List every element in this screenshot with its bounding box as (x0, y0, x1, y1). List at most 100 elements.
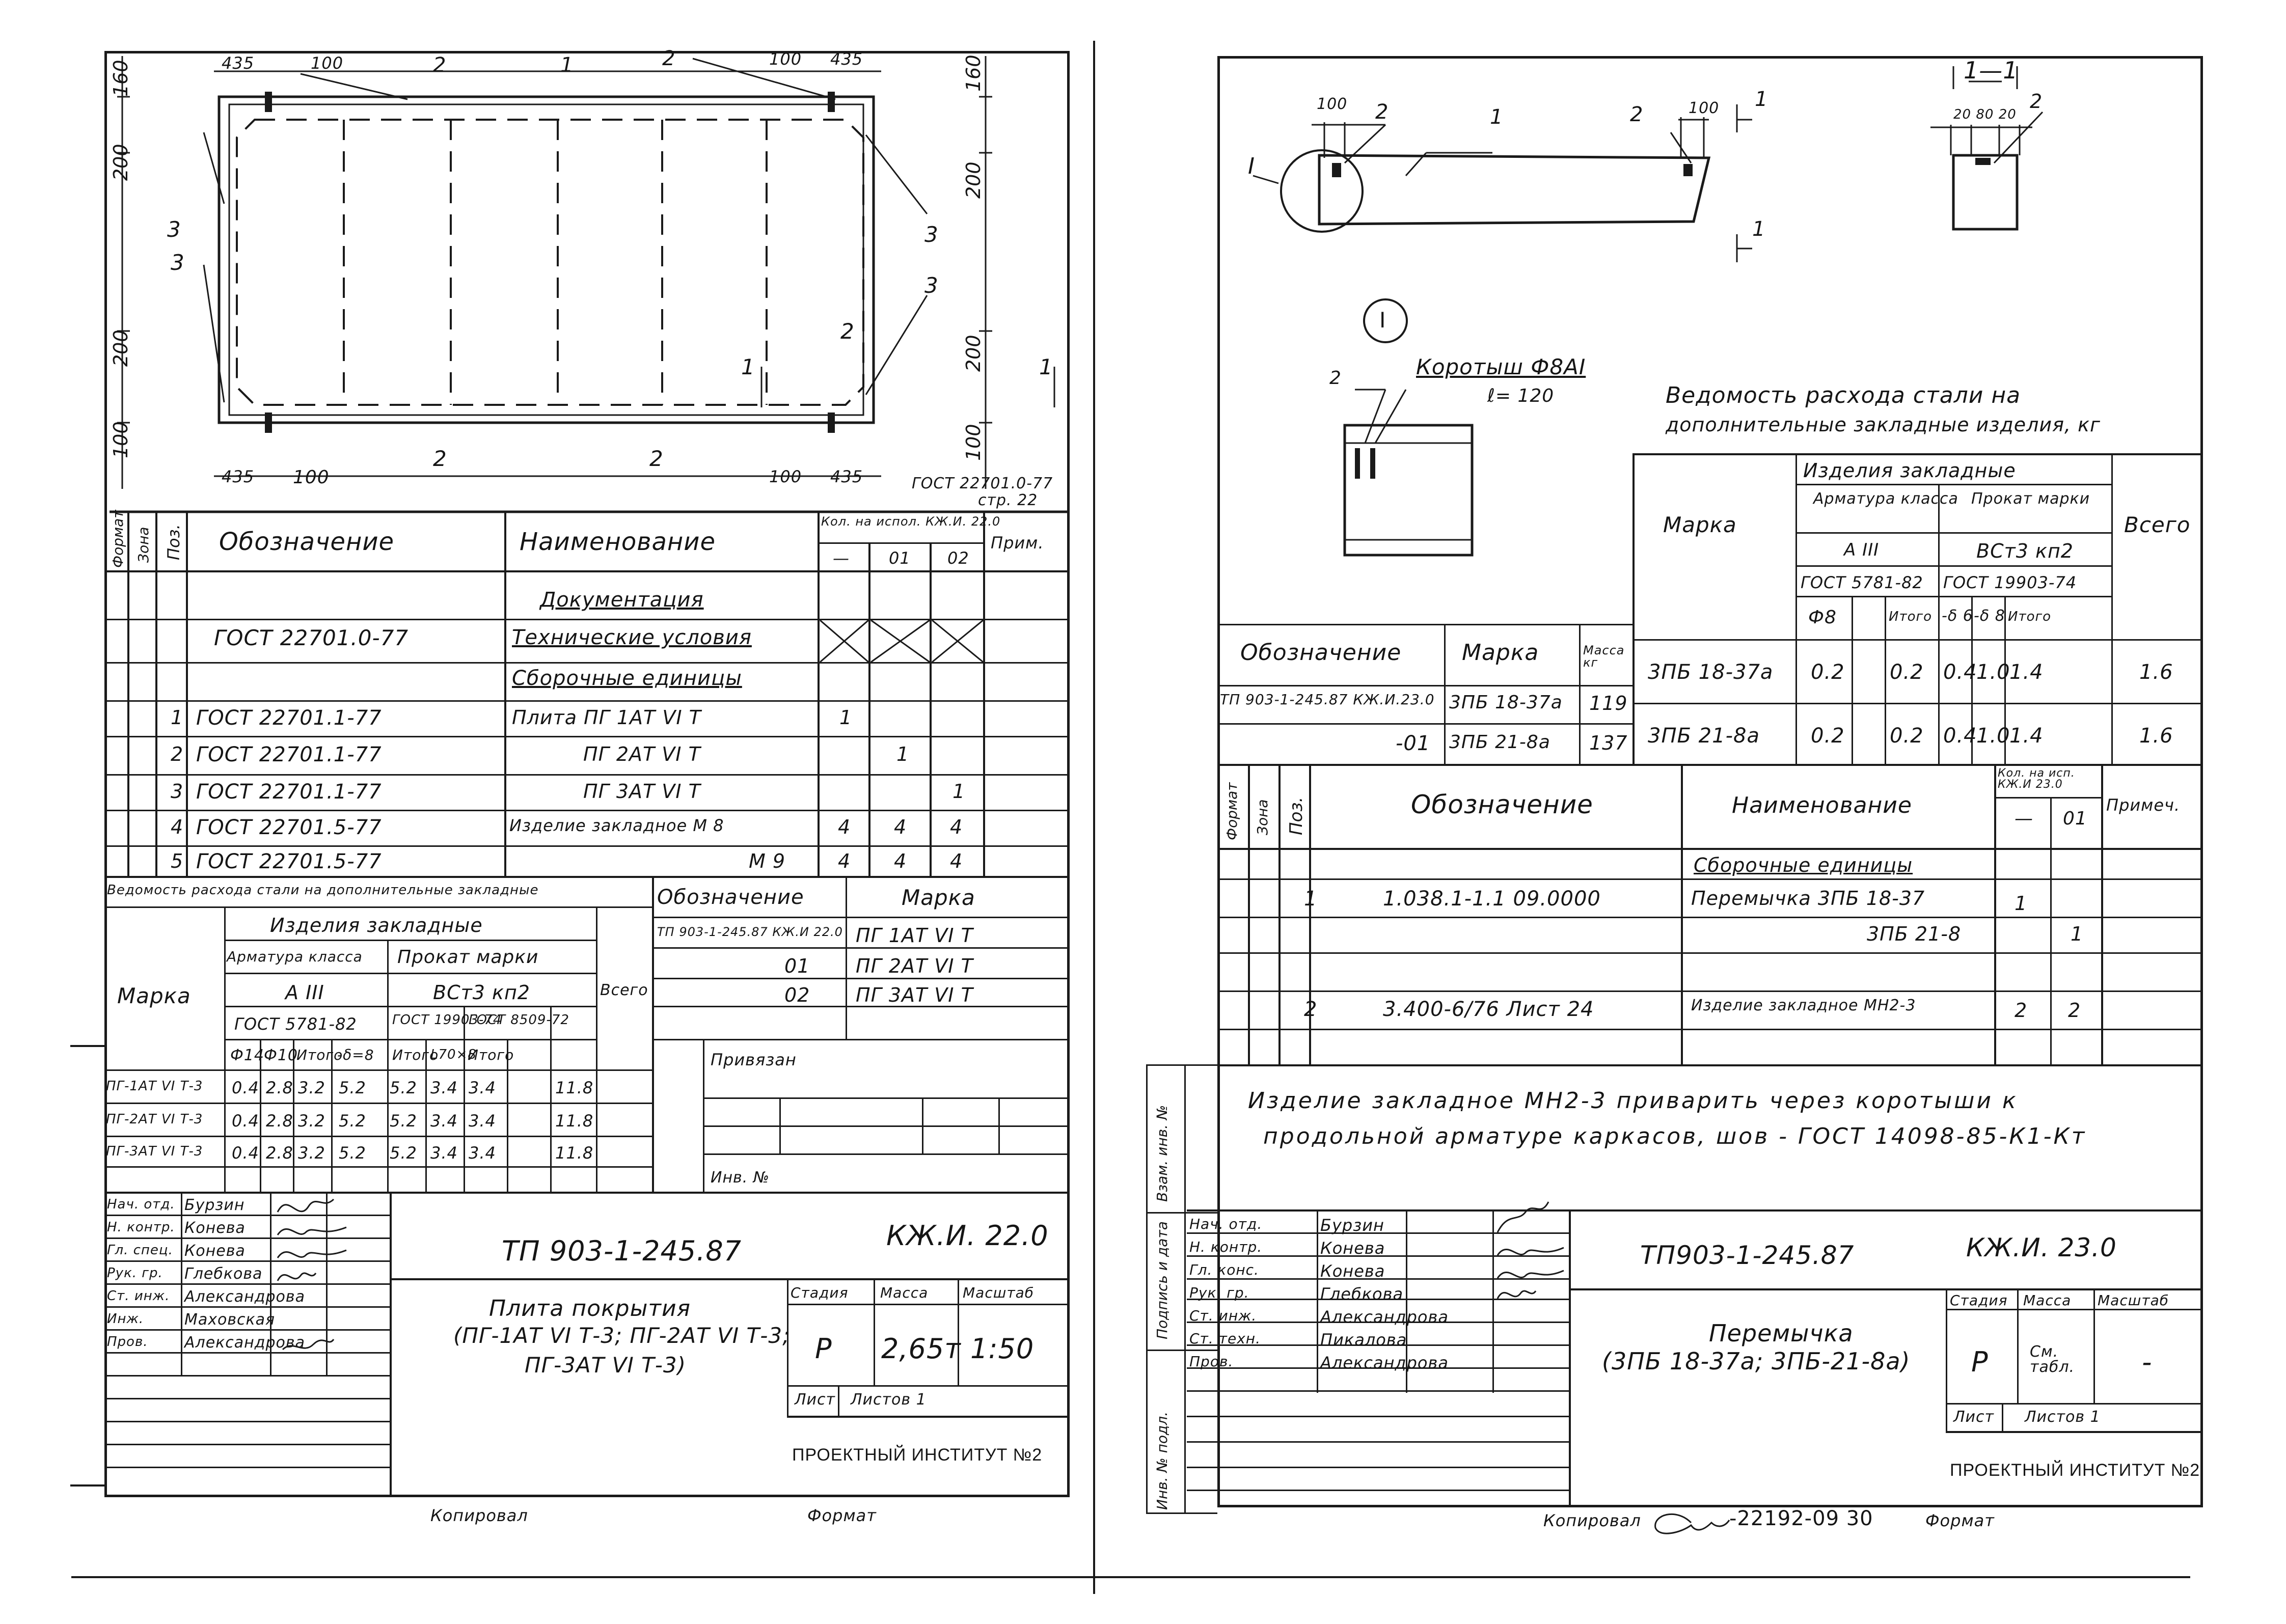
steel-row-value: 3.4 (430, 1111, 458, 1131)
col-qty-02: 02 (947, 548, 969, 568)
left-project-code: ТП 903-1-245.87 (502, 1235, 742, 1267)
detail-circle-label: I (1379, 308, 1386, 333)
spec-row-designation: ГОСТ 22701.1-77 (196, 780, 382, 804)
spec-row-designation: ГОСТ 22701.0-77 (214, 625, 409, 650)
steel-row-value: 3.4 (469, 1143, 496, 1163)
right-spec-row-qty: 1 (2015, 892, 2028, 915)
right-steel-sub: -δ 8 (1974, 607, 2005, 625)
steel-table-title: Ведомость расхода стали на дополнительны… (107, 883, 539, 898)
right-mark-mass: 119 (1589, 692, 1628, 714)
stamp-name: Александрова (1320, 1353, 1449, 1372)
inventory-number-label: Инв. № (711, 1169, 770, 1187)
right-organization: ПРОЕКТНЫЙ ИНСТИТУТ №2 (1950, 1461, 2200, 1480)
spec-row-pos: 5 (171, 850, 184, 872)
dim-bottom-435b: 435 (830, 467, 863, 486)
dim-top-100: 100 (311, 53, 344, 73)
stamp-name: Глебкова (184, 1265, 263, 1283)
dim-bottom-100b: 100 (769, 467, 802, 486)
steel-row-value: 3.4 (430, 1143, 458, 1163)
steel-marka: Марка (117, 983, 191, 1008)
right-spec-row-qty: 2 (2015, 999, 2028, 1022)
steel-vst: ВСт3 кп2 (433, 981, 530, 1004)
right-project-code: ТП903-1-245.87 (1640, 1241, 1855, 1270)
right-spec-row-name: 3ПБ 21-8 (1867, 923, 1962, 945)
mark-table-designation: ТП 903-1-245.87 КЖ.И 22.0 (657, 925, 843, 939)
dim-bottom-2a: 2 (433, 446, 447, 471)
right-stage-header: Стадия (1950, 1292, 2008, 1309)
steel-row-value: 2.8 (266, 1078, 293, 1097)
dim-bottom-435: 435 (222, 467, 255, 486)
stamp-name: Александрова (184, 1288, 305, 1306)
callout-3c: 3 (924, 222, 939, 247)
right-spec-row-designation: 3.400-6/76 Лист 24 (1383, 998, 1594, 1021)
steel-row-value: 0.4 (232, 1111, 259, 1131)
dim-top-2b: 2 (662, 47, 676, 70)
steel-row-value: 5.2 (390, 1143, 417, 1163)
col-designation: Обозначение (219, 528, 395, 556)
spec-row-name: Сборочные единицы (512, 667, 742, 690)
dim-top-1: 1 (560, 53, 574, 77)
spec-row-qty: 4 (894, 850, 907, 872)
spec-row-designation: ГОСТ 22701.5-77 (196, 850, 382, 873)
right-document-code: КЖ.И. 23.0 (1966, 1233, 2117, 1262)
col-name: Наименование (520, 528, 716, 556)
right-steel-row-value: 1.0 (1976, 660, 2010, 684)
right-steel-marka: Марка (1663, 512, 1737, 537)
mark-table-designation: 02 (784, 984, 810, 1006)
right-steel-total: Всего (2124, 512, 2191, 537)
right-steel-row-value: 0.2 (1890, 724, 1924, 748)
right-col-qty-dash: — (2015, 808, 2033, 829)
right-col-name: Наименование (1732, 792, 1912, 818)
stamp-name: Конева (184, 1242, 246, 1260)
note-line-1: Изделие закладное МН2-3 приварить через … (1248, 1088, 2018, 1114)
left-stage: Р (815, 1333, 832, 1365)
steel-row-value: 3.4 (430, 1078, 458, 1097)
steel-row-value: 5.2 (339, 1078, 366, 1097)
right-steel-group: Изделия закладные (1803, 459, 2016, 482)
right-spec-row-pos: 1 (1304, 887, 1318, 911)
right-steel-sub: Итого (1889, 609, 1933, 624)
spec-row-qty: 4 (894, 816, 907, 838)
stamp-name: Конева (1320, 1238, 1385, 1258)
right-steel-sub: Ф8 (1808, 607, 1837, 628)
right-format: Формат (1925, 1511, 1995, 1530)
mark-table-mark: ПГ 1АТ VI Т (856, 924, 973, 947)
stamp-role: Нач. отд. (1189, 1216, 1263, 1232)
elev-dim-100b: 100 (1689, 99, 1720, 117)
right-mark-mass: 137 (1589, 732, 1628, 754)
spec-row-pos: 2 (171, 743, 184, 765)
left-sheets-header: Листов 1 (851, 1391, 927, 1409)
spec-row-qty: 4 (838, 816, 851, 838)
steel-prokat: Прокат марки (397, 947, 539, 968)
left-sheet-header: Лист (795, 1391, 836, 1409)
right-steel-row-value: 1.0 (1976, 724, 2010, 748)
right-mark-mark-header: Марка (1462, 640, 1539, 666)
right-spec-row-pos: 2 (1304, 998, 1318, 1021)
spec-row-qty: 4 (950, 850, 963, 872)
stamp-role: Инж. (107, 1311, 144, 1327)
elev-dim-2a: 2 (1375, 100, 1389, 124)
right-sheet-frame (1217, 56, 2203, 1507)
spec-row-name: ПГ 2АТ VI Т (583, 743, 701, 765)
callout-3b: 3 (171, 250, 185, 275)
right-sheet-header: Лист (1953, 1408, 1995, 1426)
right-steel-row-value: 0.2 (1811, 724, 1845, 748)
right-drawing-number: -22192-09 30 (1729, 1507, 1873, 1530)
right-steel-gost-a: ГОСТ 5781-82 (1801, 573, 1923, 592)
spec-row-name: Документация (540, 588, 704, 612)
right-steel-title-2: дополнительные закладные изделия, кг (1666, 414, 2101, 436)
callout-3a: 3 (167, 217, 181, 242)
stamp-role: Н. контр. (107, 1220, 175, 1235)
right-steel-vst: ВСт3 кп2 (1976, 540, 2074, 562)
right-steel-row-value: 0.4 (1943, 724, 1977, 748)
left-copied-by: Копировал (430, 1506, 528, 1525)
elev-section-1a: 1 (1755, 88, 1768, 111)
mark-table-designation-header: Обозначение (657, 886, 804, 909)
spec-row-designation: ГОСТ 22701.1-77 (196, 743, 382, 766)
page-bottom-rule (71, 1576, 2190, 1578)
note-line-2: продольной арматуре каркасов, шов - ГОСТ… (1263, 1123, 2087, 1149)
steel-row-value: 2.8 (266, 1143, 293, 1163)
detail-callout-2: 2 (1329, 368, 1342, 389)
left-organization: ПРОЕКТНЫЙ ИНСТИТУТ №2 (792, 1445, 1043, 1465)
